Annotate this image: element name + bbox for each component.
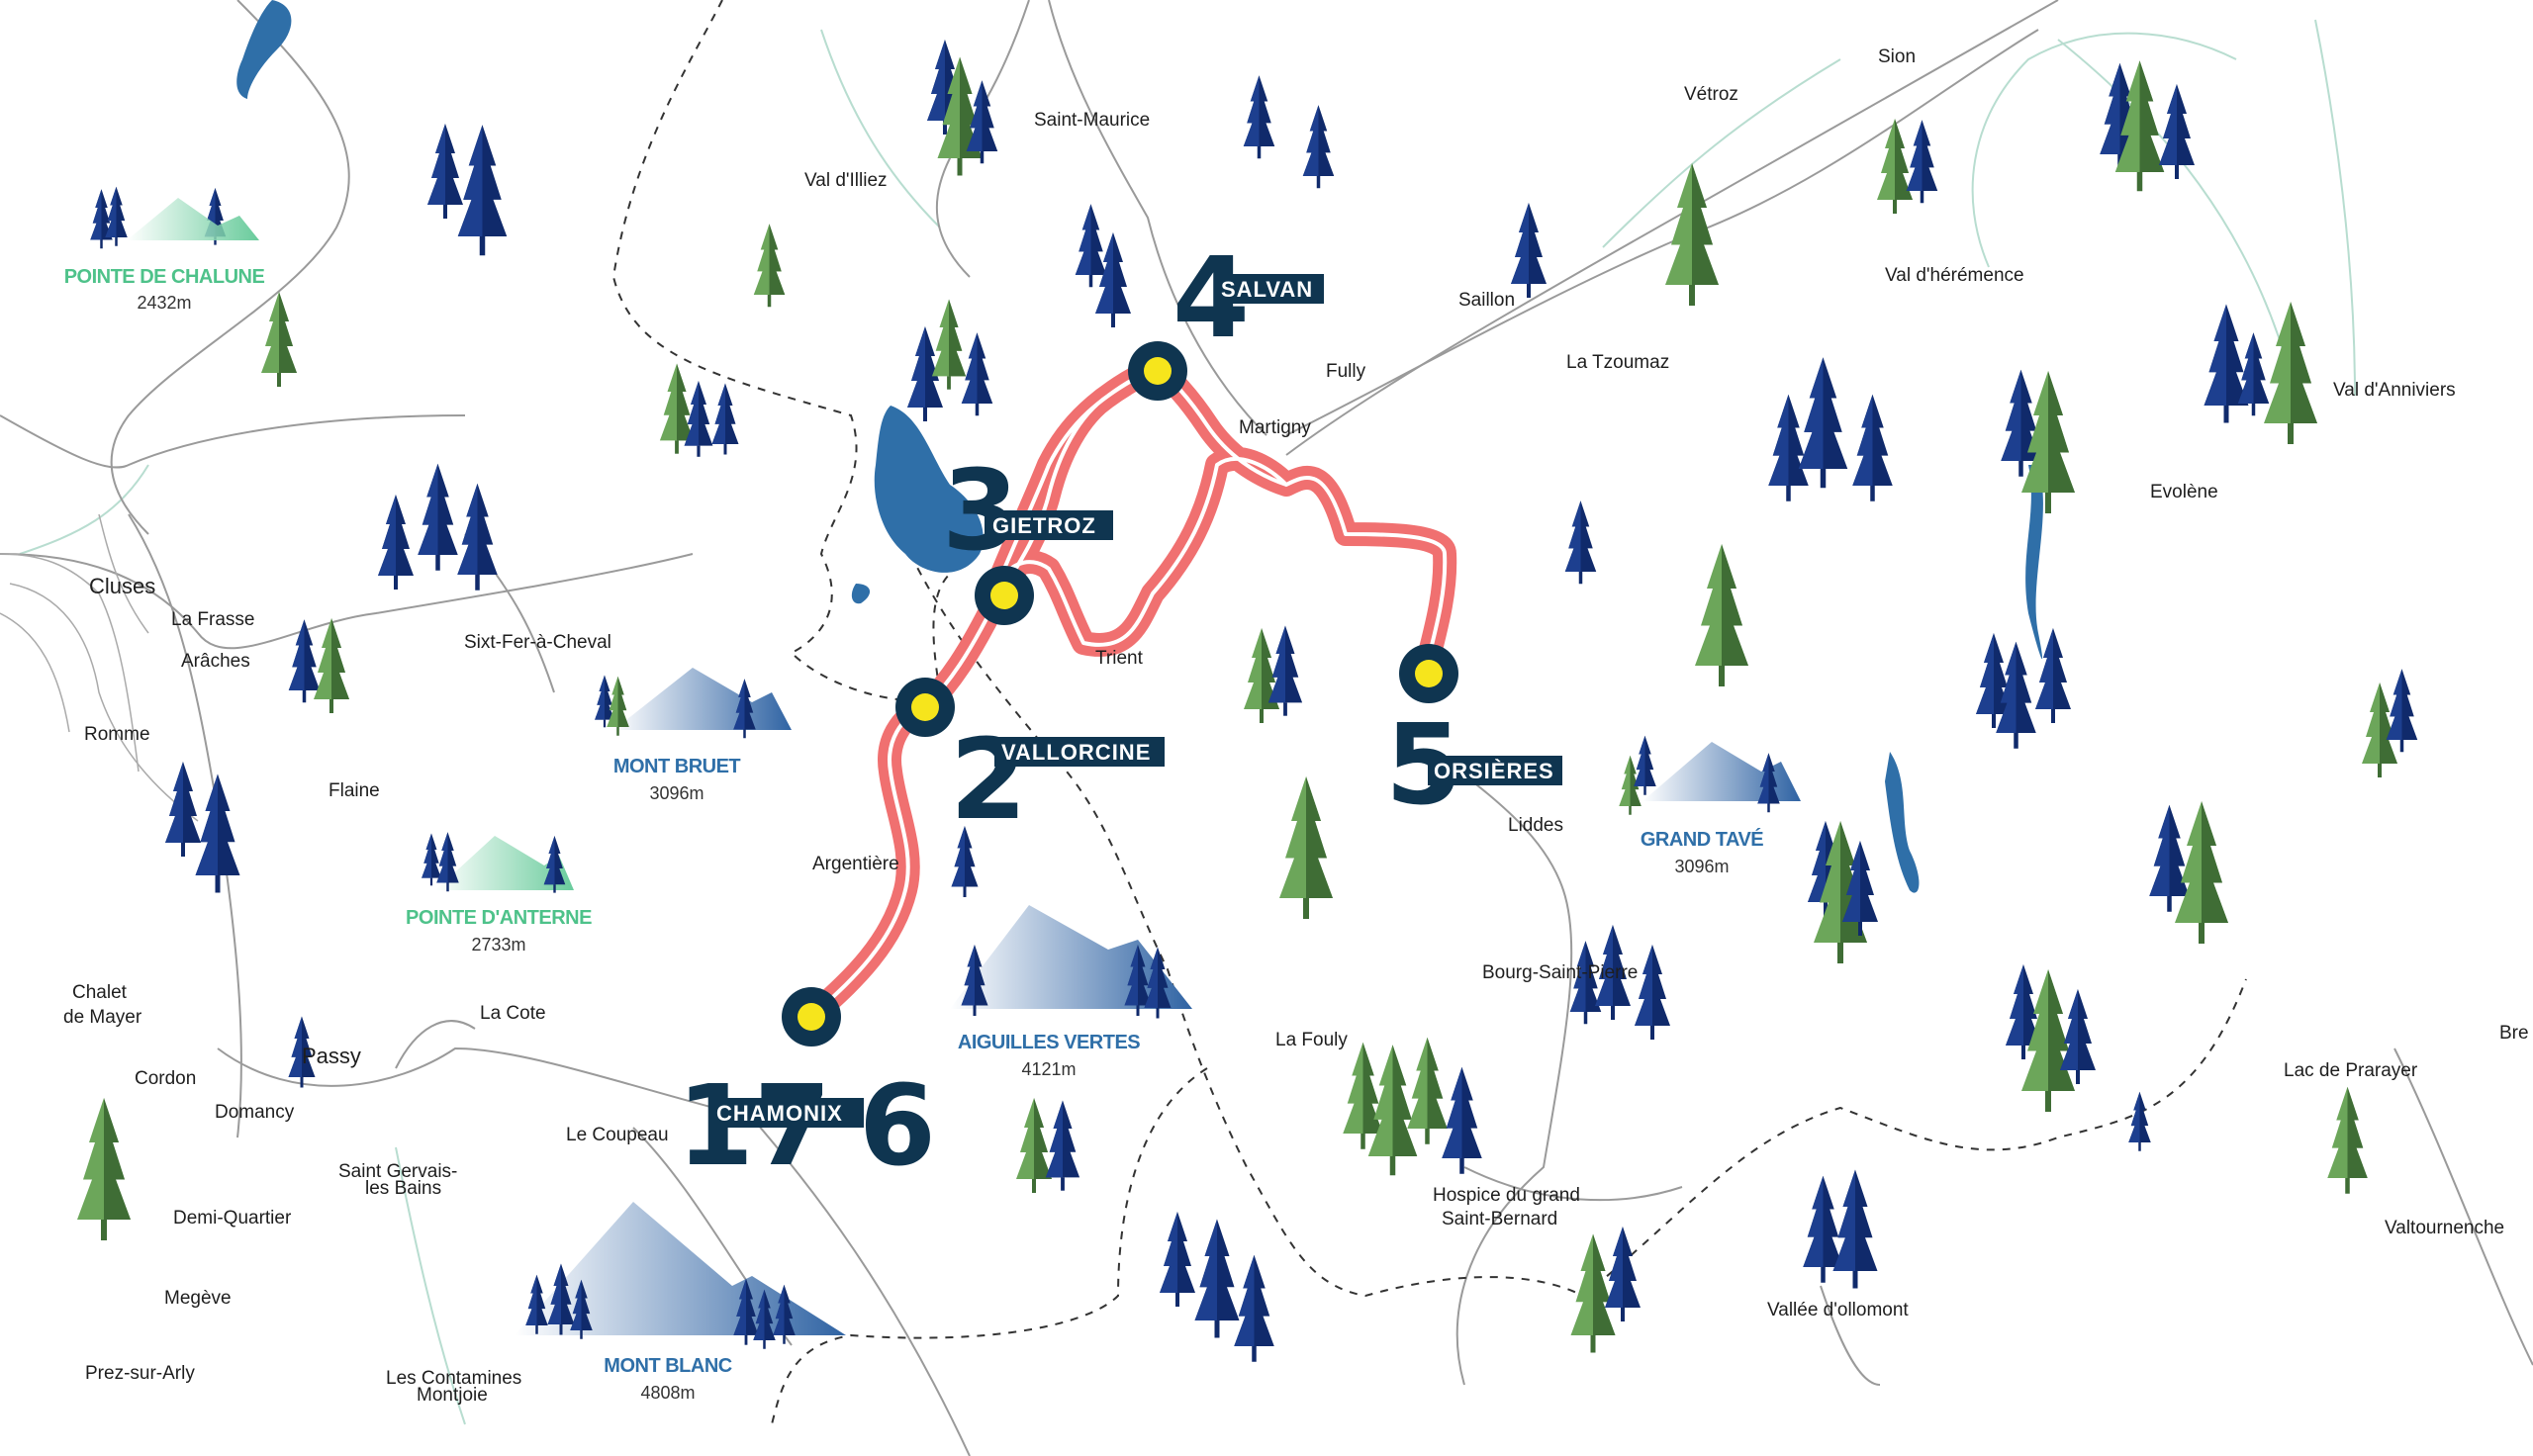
stop-orsieres[interactable] [1399, 644, 1458, 703]
lake-grand-tave [1885, 752, 1920, 893]
stage-vallorcine: 2 VALLORCINE [950, 716, 1165, 845]
town-label: Val d'Anniviers [2333, 380, 2456, 401]
stage-number: 2 [950, 716, 1027, 845]
town-label: Romme [84, 724, 150, 745]
town-label: Prez-sur-Arly [85, 1363, 195, 1384]
town-label: Flaine [328, 780, 380, 801]
peak-graphics [127, 198, 1801, 1349]
peak-name: MONT BLANC [604, 1355, 731, 1377]
roads-cluses [0, 513, 199, 822]
town-label: La Fouly [1275, 1030, 1348, 1050]
lake-small [851, 584, 871, 604]
town-label: Arâches [181, 651, 250, 672]
stage-chamonix: 1 7 6 CHAMONIX [677, 1062, 936, 1191]
town-label: Saint Gervais- [338, 1161, 457, 1182]
stop-vallorcine[interactable] [895, 678, 955, 737]
town-labels: Saint-Maurice Val d'Illiez Sion Vétroz S… [63, 46, 2529, 1406]
town-label: Saint-Maurice [1034, 110, 1150, 131]
town-label: Lac de Prarayer [2284, 1060, 2418, 1081]
rivers [19, 19, 2356, 1425]
stage-label: SALVAN [1221, 277, 1313, 302]
town-label: Cordon [135, 1068, 196, 1089]
lake-north [236, 0, 292, 99]
town-label: Megève [164, 1288, 232, 1309]
mountain-pointe-danterne [435, 836, 574, 890]
peak-altitude: 2432m [137, 293, 191, 313]
town-label: Chalet [72, 982, 128, 1003]
stage-number: 6 [859, 1062, 936, 1191]
town-label: Vétroz [1684, 84, 1738, 105]
stage-gietroz: 3 GIETROZ [942, 447, 1113, 576]
lakes [236, 0, 2043, 893]
town-label: Val d'Illiez [804, 170, 888, 191]
stage-orsieres: 5 ORSIÈRES [1385, 701, 1562, 830]
town-label: Cluses [89, 574, 155, 598]
town-label: les Bains [365, 1178, 441, 1199]
stop-salvan[interactable] [1128, 341, 1187, 401]
town-label: Bourg-Saint-Pierre [1482, 962, 1638, 983]
town-label: La Cote [480, 1003, 546, 1024]
stage-label-box [710, 1098, 864, 1128]
peak-altitude: 3096m [649, 783, 704, 803]
town-label: Saint-Bernard [1442, 1209, 1557, 1229]
town-label: Hospice du grand [1433, 1185, 1580, 1206]
town-label: Les Contamines [386, 1368, 521, 1389]
town-label: Le Coupeau [566, 1125, 669, 1145]
stop-gietroz[interactable] [975, 566, 1034, 625]
town-label: Trient [1095, 648, 1144, 669]
town-label: Passy [302, 1044, 361, 1068]
stage-label: VALLORCINE [1001, 740, 1151, 765]
stage-label-box [1215, 274, 1324, 304]
stage-labels: 1 7 6 CHAMONIX 2 VALLORCINE 3 GIETROZ 4 … [677, 234, 1562, 1191]
stage-label: GIETROZ [992, 513, 1096, 538]
town-label: Sion [1878, 46, 1916, 67]
peak-altitude: 2733m [471, 935, 525, 955]
town-label: de Mayer [63, 1007, 142, 1028]
peak-altitude: 4808m [640, 1383, 695, 1403]
town-label: Domancy [215, 1102, 295, 1123]
stop-chamonix[interactable] [782, 987, 841, 1046]
town-label: Valtournenche [2385, 1218, 2504, 1238]
mountain-pointe-de-chalune [127, 198, 259, 240]
town-label: Argentière [812, 854, 899, 874]
lac-du-gietroz [874, 406, 984, 573]
route-stops [782, 341, 1458, 1046]
stage-label-box [1428, 756, 1562, 785]
peak-name: POINTE DE CHALUNE [64, 266, 265, 288]
mountain-mont-bruet [613, 668, 792, 730]
peak-name: POINTE D'ANTERNE [406, 907, 592, 929]
town-label: Fully [1326, 361, 1366, 382]
town-label: Evolène [2150, 482, 2218, 502]
peak-altitude: 3096m [1674, 857, 1729, 876]
town-label: La Tzoumaz [1566, 352, 1669, 373]
peak-labels: POINTE DE CHALUNE 2432m MONT BRUET 3096m… [64, 266, 1764, 1403]
town-label: Demi-Quartier [173, 1208, 292, 1228]
town-label: Val d'hérémence [1885, 265, 2024, 286]
mountain-grand-tave [1642, 742, 1801, 801]
stage-label-box [985, 510, 1113, 540]
town-label: Sixt-Fer-à-Cheval [464, 632, 611, 653]
lake-valais [2025, 465, 2043, 660]
town-label: Liddes [1508, 815, 1563, 836]
peak-name: AIGUILLES VERTES [958, 1032, 1140, 1053]
town-label: Saillon [1458, 290, 1515, 311]
stage-label-box [994, 737, 1165, 767]
peak-name: MONT BRUET [613, 756, 741, 777]
town-label: Vallée d'ollomont [1767, 1300, 1909, 1320]
peak-name: GRAND TAVÉ [1641, 828, 1763, 851]
town-label: Bre [2499, 1023, 2529, 1044]
stage-label: CHAMONIX [716, 1101, 843, 1126]
town-label: La Frasse [171, 609, 254, 630]
peak-altitude: 4121m [1021, 1059, 1076, 1079]
town-label: Martigny [1239, 417, 1311, 438]
town-label: Montjoie [417, 1385, 488, 1406]
stage-salvan: 4 SALVAN [1173, 234, 1324, 363]
stage-label: ORSIÈRES [1434, 759, 1554, 783]
